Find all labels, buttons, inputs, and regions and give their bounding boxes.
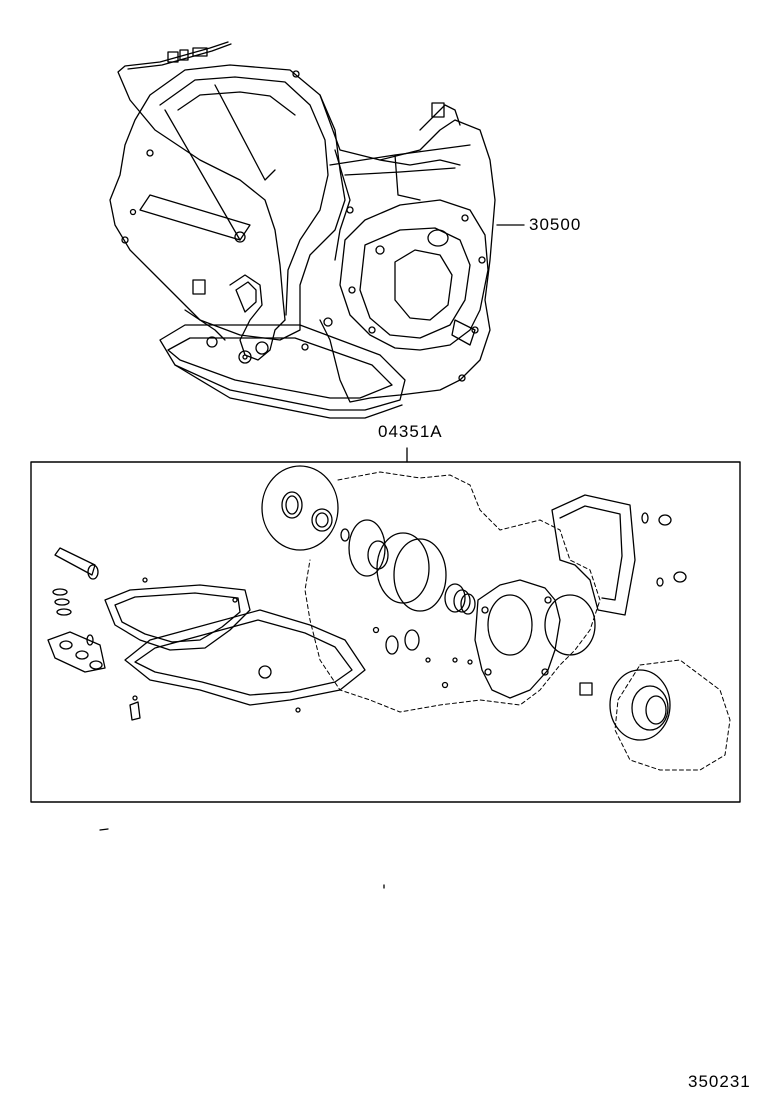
filler-tube-seal — [55, 548, 95, 575]
transaxle-case — [320, 95, 495, 402]
callout-04351a: 04351A — [378, 422, 443, 441]
kit-border — [31, 462, 740, 802]
gasket-kit — [31, 448, 740, 802]
callout-30500: 30500 — [529, 215, 582, 234]
transmission-assembly — [110, 42, 524, 418]
oil-pan-gasket — [125, 610, 365, 705]
shift-cable — [118, 42, 285, 320]
figure-number: 350231 — [688, 1072, 751, 1091]
torque-converter-outline — [262, 466, 338, 550]
case-phantom-outline — [305, 472, 600, 712]
shift-lever — [230, 275, 285, 360]
side-cover — [340, 200, 488, 350]
axle-seal — [610, 670, 670, 740]
pump-gasket — [475, 580, 560, 698]
side-cover-gasket — [552, 495, 635, 615]
valve-body-gasket — [105, 585, 250, 650]
